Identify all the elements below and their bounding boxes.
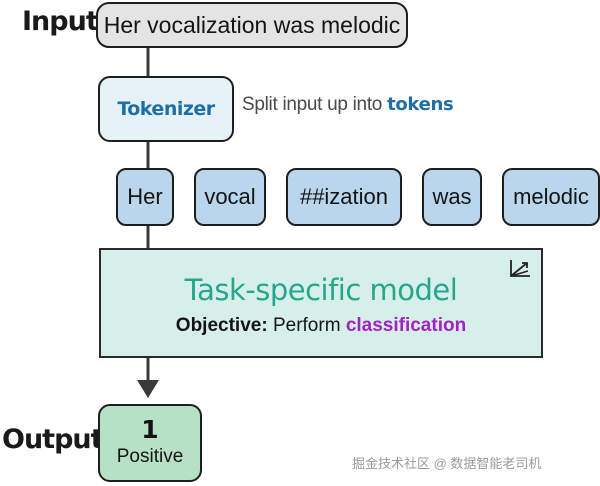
tokenizer-label: Tokenizer <box>117 98 215 120</box>
token-chip-vocal: vocal <box>194 168 266 226</box>
objective-text: Perform <box>272 315 341 336</box>
token-text: ##ization <box>299 184 389 209</box>
watermark-text: 掘金技术社区 @ 数据智能老司机 <box>352 456 542 471</box>
token-chip-melodic: melodic <box>502 168 600 226</box>
token-text: was <box>432 184 472 209</box>
token-text: melodic <box>513 184 589 209</box>
input-label: Input <box>22 6 99 37</box>
token-chip-was: was <box>422 168 482 226</box>
output-box: 1 Positive <box>98 404 202 482</box>
model-objective: Objective: Perform classification <box>176 315 466 337</box>
arrowhead-output <box>137 380 159 398</box>
objective-label: Objective: <box>175 315 268 336</box>
tokenizer-note-text: Split input up into <box>242 94 383 115</box>
tokenizer-note: Split input up into tokens <box>242 94 454 116</box>
input-sentence-box: Her vocalization was melodic <box>96 2 408 48</box>
model-title: Task-specific model <box>184 273 458 307</box>
output-value: 1 <box>141 415 159 444</box>
task-specific-model-box: Task-specific model Objective: Perform c… <box>99 248 543 358</box>
token-text: vocal <box>204 184 256 209</box>
objective-keyword: classification <box>345 315 467 336</box>
token-chip-her: Her <box>116 168 174 226</box>
output-label: Output <box>2 424 104 455</box>
tokenizer-note-keyword: tokens <box>387 94 454 115</box>
input-sentence-text: Her vocalization was melodic <box>103 11 401 38</box>
tokenizer-box: Tokenizer <box>98 76 234 142</box>
token-chip-ization: ##ization <box>286 168 402 226</box>
output-class-label: Positive <box>116 446 184 467</box>
chart-axes-icon <box>510 260 530 277</box>
token-text: Her <box>127 184 163 209</box>
